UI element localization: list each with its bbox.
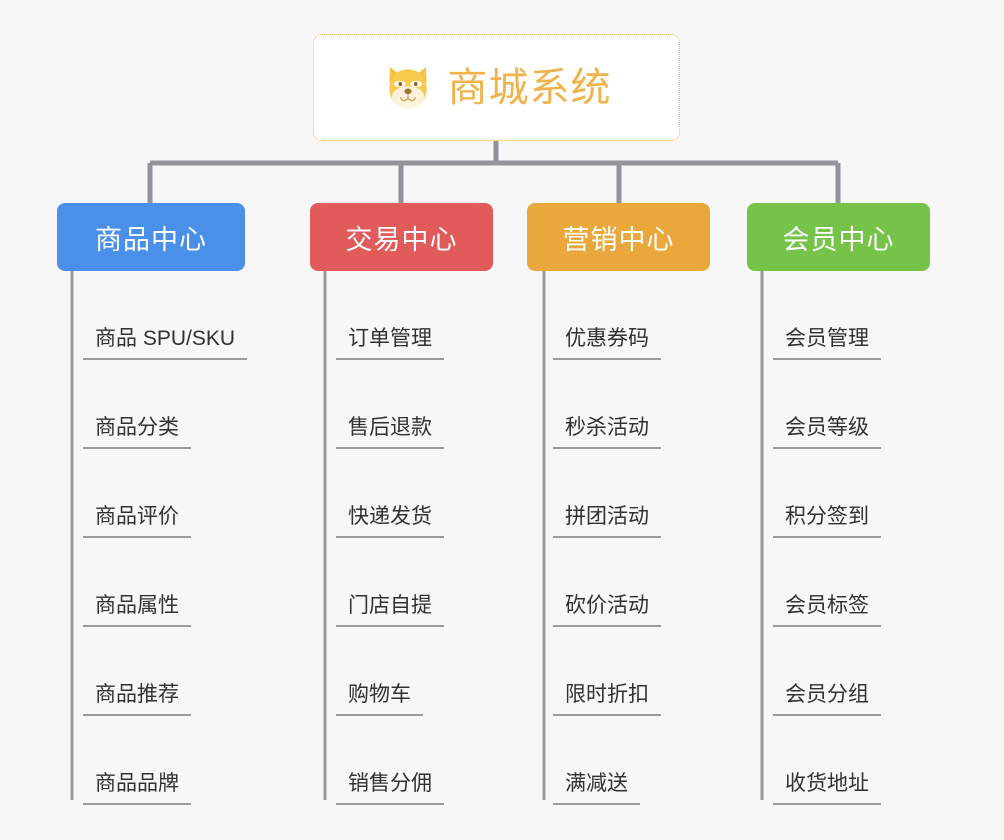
leaf-label: 订单管理 xyxy=(336,327,444,360)
category-header-product-center[interactable]: 商品中心 xyxy=(57,203,245,271)
category-label: 营销中心 xyxy=(562,224,675,255)
leaf-label: 商品属性 xyxy=(83,594,191,627)
list-item[interactable]: 会员标签 xyxy=(747,538,930,627)
category-label: 会员中心 xyxy=(782,224,895,255)
dog-face-icon xyxy=(388,66,427,108)
list-item[interactable]: 秒杀活动 xyxy=(527,360,710,449)
list-item[interactable]: 限时折扣 xyxy=(527,627,710,716)
category-label: 商品中心 xyxy=(95,224,207,255)
leaf-list-product-center: 商品 SPU/SKU 商品分类 商品评价 商品属性 商品推荐 商品品牌 xyxy=(57,271,248,805)
leaf-label: 会员等级 xyxy=(773,416,881,449)
leaf-label: 门店自提 xyxy=(336,594,444,627)
list-item[interactable]: 快递发货 xyxy=(310,449,493,538)
leaf-label: 商品 SPU/SKU xyxy=(83,327,248,360)
leaf-label: 优惠券码 xyxy=(553,327,661,360)
leaf-label: 商品推荐 xyxy=(83,683,191,716)
branch-product-center: 商品中心 商品 SPU/SKU 商品分类 商品评价 商品属性 商品推荐 商品品牌 xyxy=(57,203,248,805)
list-item[interactable]: 商品属性 xyxy=(57,538,245,627)
list-item[interactable]: 商品 SPU/SKU xyxy=(57,271,248,360)
leaf-label: 秒杀活动 xyxy=(553,416,661,449)
list-item[interactable]: 满减送 xyxy=(527,716,710,805)
list-item[interactable]: 收货地址 xyxy=(747,716,930,805)
category-header-marketing-center[interactable]: 营销中心 xyxy=(527,203,710,271)
leaf-label: 积分签到 xyxy=(773,505,881,538)
category-header-trade-center[interactable]: 交易中心 xyxy=(310,203,493,271)
list-item[interactable]: 拼团活动 xyxy=(527,449,710,538)
leaf-list-marketing-center: 优惠券码 秒杀活动 拼团活动 砍价活动 限时折扣 满减送 xyxy=(527,271,710,805)
list-item[interactable]: 门店自提 xyxy=(310,538,493,627)
list-item[interactable]: 订单管理 xyxy=(310,271,493,360)
list-item[interactable]: 会员分组 xyxy=(747,627,930,716)
leaf-label: 售后退款 xyxy=(336,416,444,449)
leaf-label: 砍价活动 xyxy=(553,594,661,627)
leaf-label: 拼团活动 xyxy=(553,505,661,538)
leaf-label: 销售分佣 xyxy=(336,772,444,805)
category-label: 交易中心 xyxy=(345,224,458,255)
list-item[interactable]: 砍价活动 xyxy=(527,538,710,627)
list-item[interactable]: 商品评价 xyxy=(57,449,245,538)
list-item[interactable]: 积分签到 xyxy=(747,449,930,538)
leaf-label: 商品分类 xyxy=(83,416,191,449)
leaf-label: 商品品牌 xyxy=(83,772,191,805)
leaf-label: 商品评价 xyxy=(83,505,191,538)
leaf-label: 收货地址 xyxy=(773,772,881,805)
leaf-label: 会员标签 xyxy=(773,594,881,627)
category-header-member-center[interactable]: 会员中心 xyxy=(747,203,930,271)
root-node[interactable]: 商城系统 xyxy=(313,34,680,141)
leaf-label: 限时折扣 xyxy=(553,683,661,716)
list-item[interactable]: 商品分类 xyxy=(57,360,245,449)
leaf-label: 购物车 xyxy=(336,683,423,716)
leaf-label: 满减送 xyxy=(553,772,640,805)
root-title: 商城系统 xyxy=(447,65,612,110)
list-item[interactable]: 会员管理 xyxy=(747,271,930,360)
branch-marketing-center: 营销中心 优惠券码 秒杀活动 拼团活动 砍价活动 限时折扣 满减送 xyxy=(527,203,710,805)
branch-member-center: 会员中心 会员管理 会员等级 积分签到 会员标签 会员分组 收货地址 xyxy=(747,203,930,805)
branch-trade-center: 交易中心 订单管理 售后退款 快递发货 门店自提 购物车 销售分佣 xyxy=(310,203,493,805)
list-item[interactable]: 商品品牌 xyxy=(57,716,245,805)
list-item[interactable]: 售后退款 xyxy=(310,360,493,449)
leaf-label: 会员分组 xyxy=(773,683,881,716)
leaf-list-member-center: 会员管理 会员等级 积分签到 会员标签 会员分组 收货地址 xyxy=(747,271,930,805)
leaf-label: 会员管理 xyxy=(773,327,881,360)
list-item[interactable]: 购物车 xyxy=(310,627,493,716)
list-item[interactable]: 销售分佣 xyxy=(310,716,493,805)
list-item[interactable]: 优惠券码 xyxy=(527,271,710,360)
list-item[interactable]: 商品推荐 xyxy=(57,627,245,716)
leaf-label: 快递发货 xyxy=(336,505,444,538)
leaf-list-trade-center: 订单管理 售后退款 快递发货 门店自提 购物车 销售分佣 xyxy=(310,271,493,805)
list-item[interactable]: 会员等级 xyxy=(747,360,930,449)
